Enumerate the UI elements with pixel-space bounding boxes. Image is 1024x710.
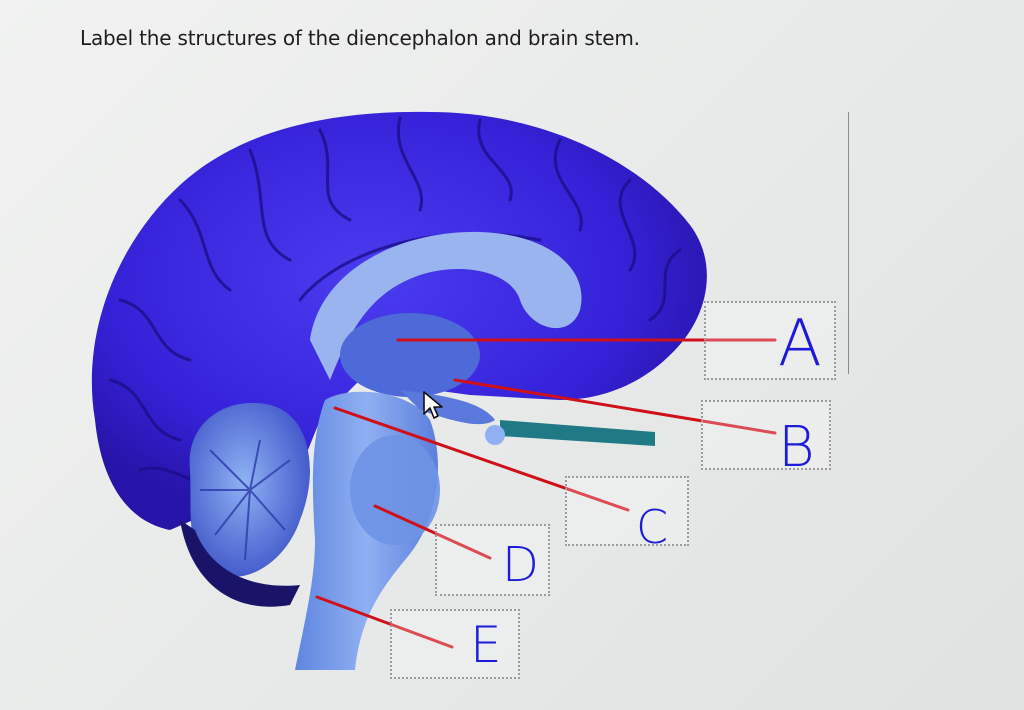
leader-line-d: [373, 504, 492, 560]
drop-target-c[interactable]: [565, 476, 689, 546]
leader-line-e: [315, 595, 454, 649]
leader-line-b: [453, 378, 777, 435]
drop-target-a[interactable]: [704, 301, 836, 380]
handwritten-label-b: B: [778, 415, 815, 480]
pituitary: [485, 425, 505, 445]
question-title: Label the structures of the diencephalon…: [80, 26, 640, 50]
drop-target-d[interactable]: [435, 524, 550, 596]
leader-line-c: [333, 406, 630, 512]
handwritten-label-c: C: [636, 500, 669, 554]
mouse-pointer-icon: [423, 391, 443, 419]
drop-target-e[interactable]: [390, 609, 520, 679]
handwritten-label-e: E: [470, 616, 502, 674]
arbor-vitae: [200, 439, 291, 561]
optic-nerve: [500, 420, 655, 446]
handwritten-label-a: A: [778, 307, 822, 381]
panel-divider: [848, 112, 849, 374]
pons: [350, 435, 440, 545]
handwritten-label-d: D: [502, 537, 539, 593]
corpus-callosum: [310, 231, 582, 380]
drop-target-b[interactable]: [701, 400, 831, 470]
thalamus: [340, 313, 480, 397]
